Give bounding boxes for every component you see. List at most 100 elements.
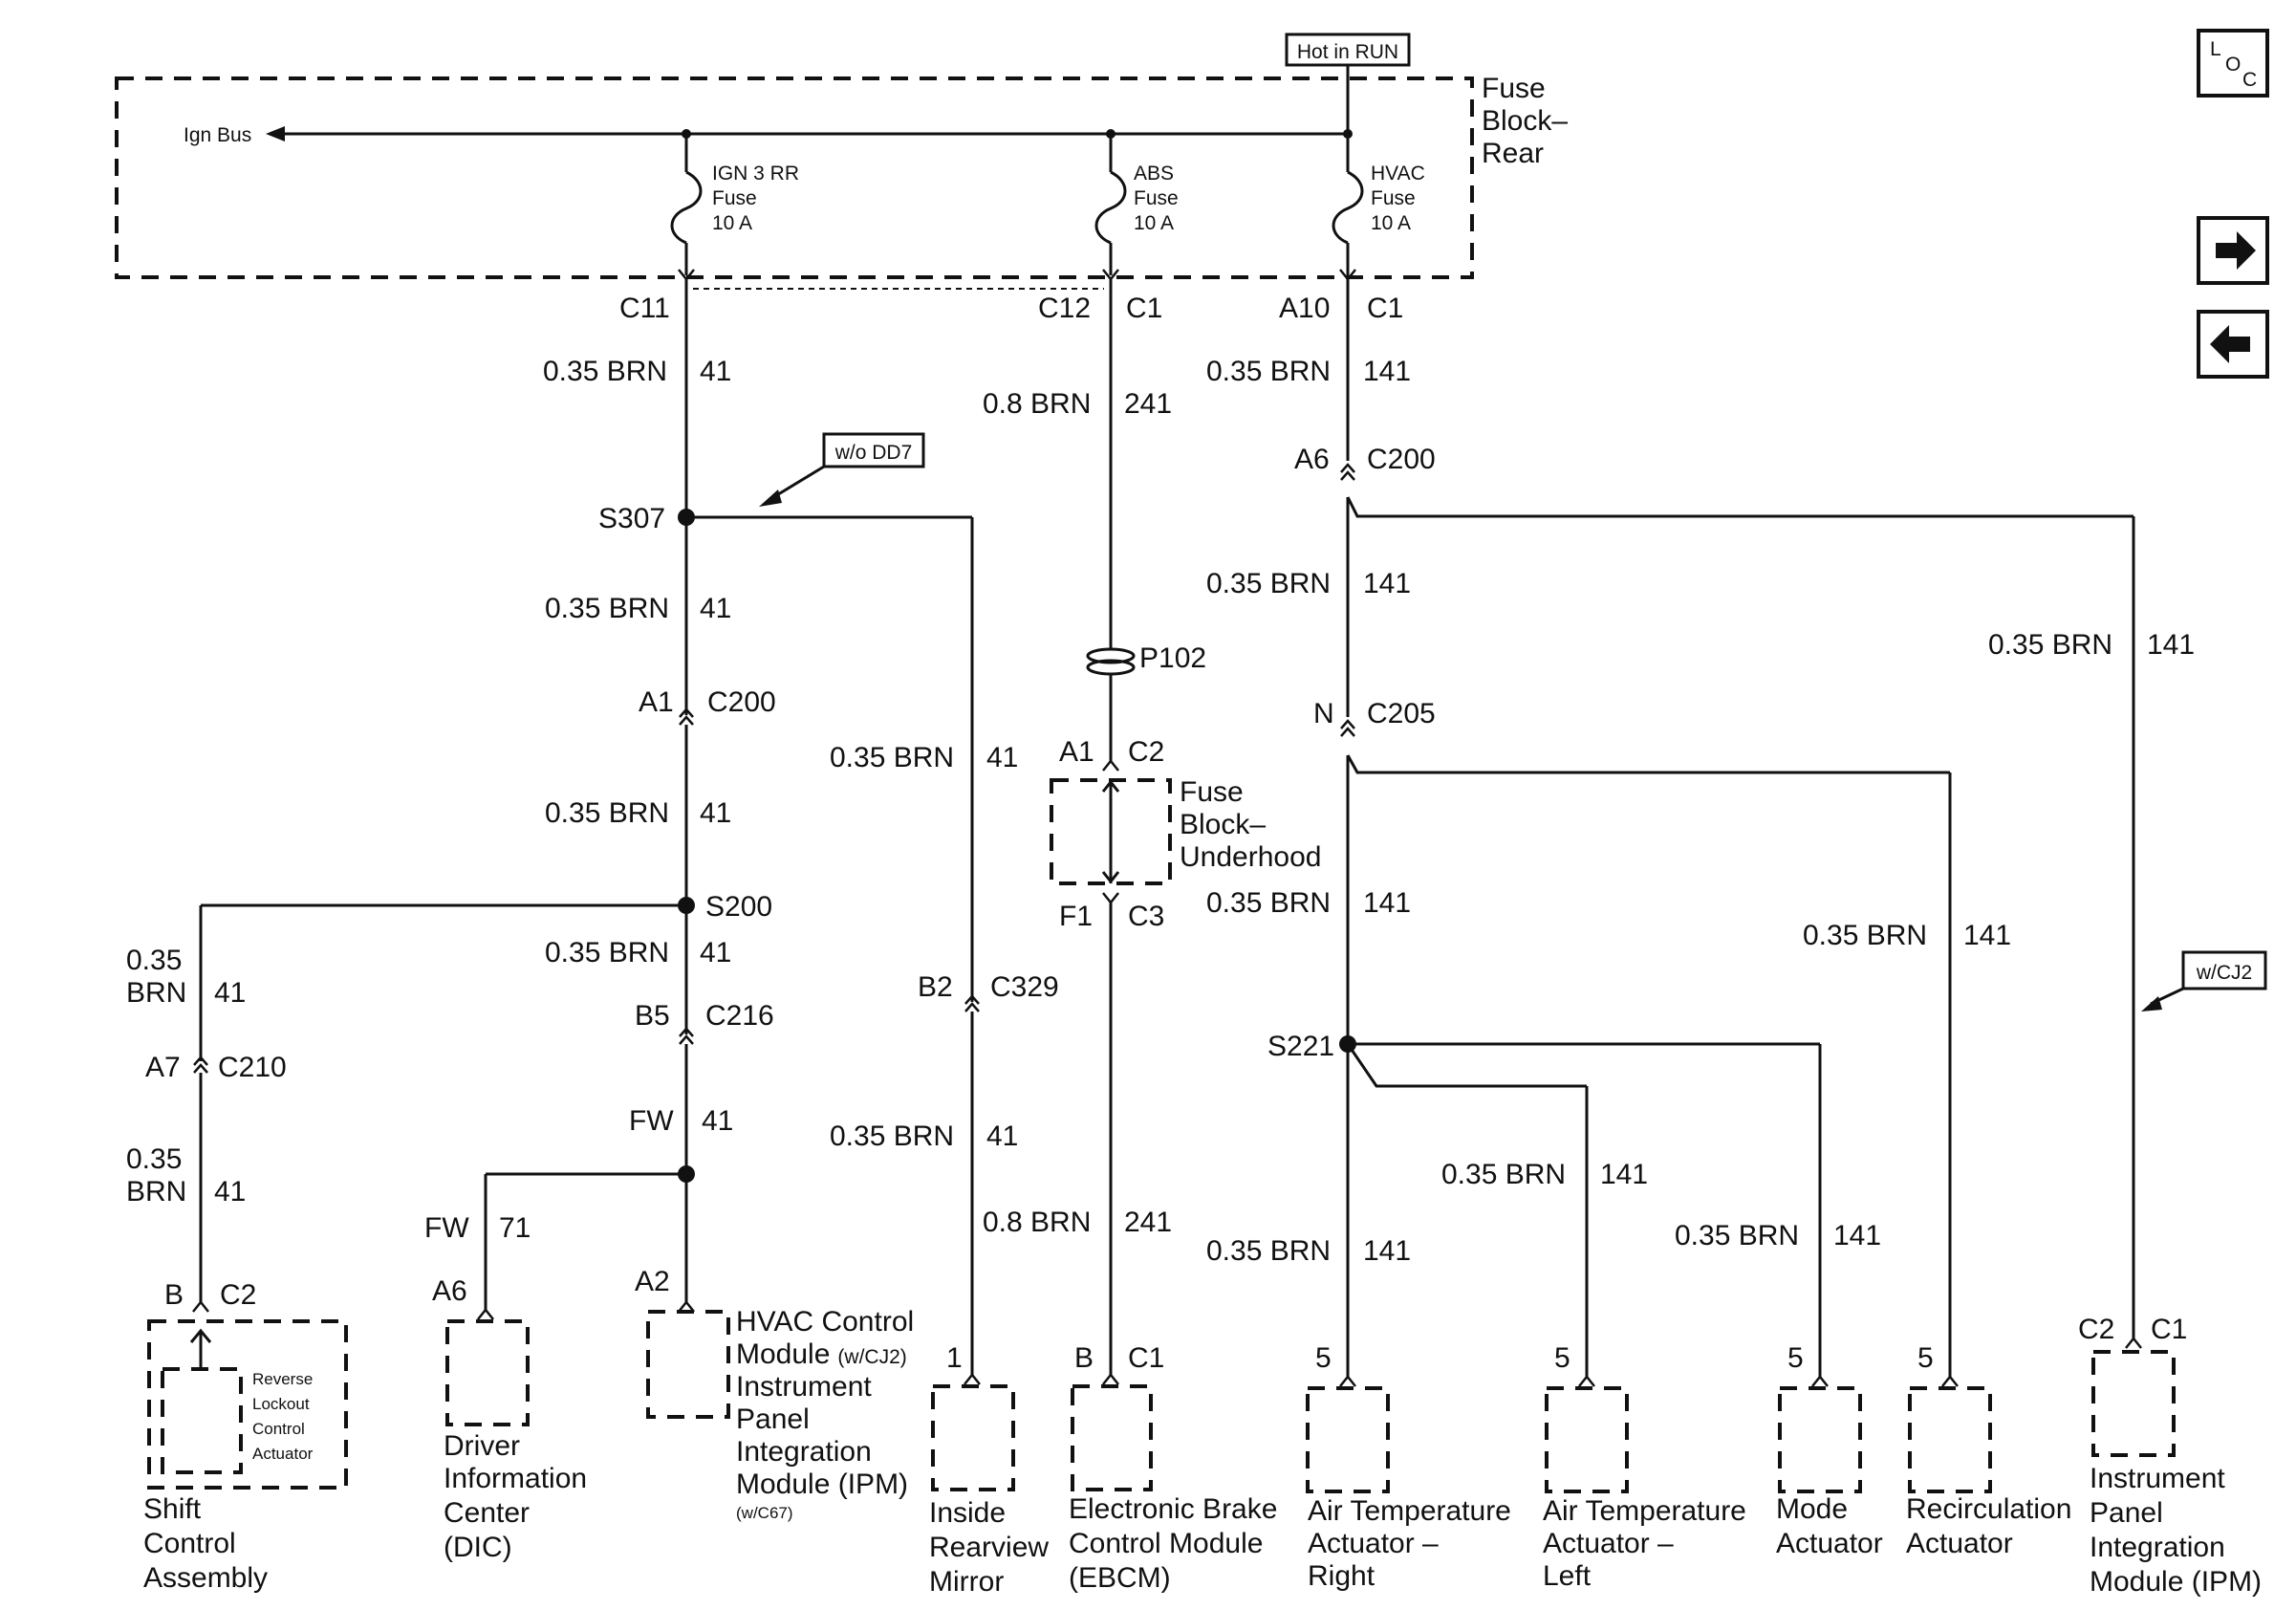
option-wo-dd7 bbox=[822, 432, 925, 468]
svg-text:141: 141 bbox=[1363, 356, 1411, 387]
svg-text:C1: C1 bbox=[2151, 1314, 2187, 1345]
svg-text:FW: FW bbox=[424, 1212, 469, 1244]
svg-text:B: B bbox=[1074, 1342, 1094, 1374]
arrow-right-icon[interactable] bbox=[2197, 216, 2269, 285]
svg-text:0.35 BRN: 0.35 BRN bbox=[545, 937, 669, 968]
svg-text:C200: C200 bbox=[707, 686, 776, 718]
svg-text:0.35 BRN: 0.35 BRN bbox=[1803, 920, 1927, 951]
svg-text:141: 141 bbox=[1363, 887, 1411, 919]
svg-text:5: 5 bbox=[1917, 1342, 1934, 1374]
hot-in-run-label: Hot in RUN bbox=[1297, 41, 1398, 63]
svg-text:41: 41 bbox=[700, 937, 731, 968]
svg-text:C1: C1 bbox=[1367, 293, 1403, 324]
svg-text:41: 41 bbox=[700, 356, 731, 387]
svg-text:C1: C1 bbox=[1126, 293, 1162, 324]
svg-text:5: 5 bbox=[1315, 1342, 1332, 1374]
option-w-cj2 bbox=[2181, 950, 2267, 990]
svg-text:41: 41 bbox=[702, 1105, 733, 1137]
svg-text:L: L bbox=[2210, 38, 2221, 60]
svg-text:A6: A6 bbox=[1294, 444, 1330, 475]
svg-text:FW: FW bbox=[629, 1105, 674, 1137]
svg-text:A2: A2 bbox=[635, 1266, 670, 1297]
svg-text:0.35 BRN: 0.35 BRN bbox=[545, 593, 669, 624]
svg-text:HVAC Control: HVAC Control bbox=[736, 1306, 914, 1338]
svg-text:Instrument: Instrument bbox=[736, 1371, 872, 1403]
loc-icon[interactable]: L O C bbox=[2197, 29, 2269, 98]
svg-text:A1: A1 bbox=[639, 686, 674, 718]
svg-text:P102: P102 bbox=[1139, 642, 1206, 674]
svg-text:141: 141 bbox=[1363, 1235, 1411, 1267]
svg-text:1: 1 bbox=[946, 1342, 963, 1374]
svg-text:Module(w/CJ2): Module(w/CJ2) bbox=[736, 1338, 907, 1370]
svg-text:w/CJ2: w/CJ2 bbox=[2196, 962, 2252, 984]
svg-text:0.8 BRN: 0.8 BRN bbox=[983, 388, 1091, 420]
svg-text:w/o DD7: w/o DD7 bbox=[834, 442, 913, 464]
svg-text:B2: B2 bbox=[918, 971, 953, 1003]
svg-text:Panel: Panel bbox=[736, 1403, 810, 1435]
svg-text:C12: C12 bbox=[1038, 293, 1091, 324]
svg-text:Integration: Integration bbox=[736, 1436, 872, 1468]
svg-text:A6: A6 bbox=[432, 1275, 467, 1307]
svg-text:C2: C2 bbox=[1128, 736, 1164, 768]
svg-text:0.35 BRN: 0.35 BRN bbox=[543, 356, 667, 387]
svg-text:241: 241 bbox=[1124, 1207, 1172, 1238]
svg-text:N: N bbox=[1313, 698, 1334, 729]
svg-text:B: B bbox=[164, 1279, 184, 1311]
svg-text:Module (IPM): Module (IPM) bbox=[736, 1469, 908, 1500]
component-hvac-control-module: HVAC Control Module(w/CJ2) Instrument Pa… bbox=[646, 1306, 914, 1522]
svg-text:C2: C2 bbox=[2078, 1314, 2114, 1345]
svg-text:0.35 BRN: 0.35 BRN bbox=[1988, 629, 2112, 661]
svg-text:41: 41 bbox=[700, 797, 731, 829]
svg-text:0.35 BRN: 0.35 BRN bbox=[1206, 887, 1331, 919]
fuse-block-rear-title: Fuse Block– Rear bbox=[1482, 73, 1575, 169]
svg-text:71: 71 bbox=[499, 1212, 531, 1244]
svg-text:0.35 BRN: 0.35 BRN bbox=[1441, 1159, 1566, 1190]
svg-text:C3: C3 bbox=[1128, 901, 1164, 932]
svg-text:41: 41 bbox=[986, 742, 1018, 773]
inline-connector-p102: P102 bbox=[1086, 642, 1206, 676]
svg-text:S307: S307 bbox=[598, 503, 665, 534]
svg-text:B5: B5 bbox=[635, 1000, 670, 1032]
svg-text:C205: C205 bbox=[1367, 698, 1436, 729]
svg-text:0.35 BRN: 0.35 BRN bbox=[830, 1120, 954, 1152]
svg-text:0.35 BRN: 0.35 BRN bbox=[1206, 356, 1331, 387]
svg-text:C1: C1 bbox=[1128, 1342, 1164, 1374]
arrow-left-icon[interactable] bbox=[2197, 310, 2269, 379]
svg-text:41: 41 bbox=[700, 593, 731, 624]
svg-text:S200: S200 bbox=[705, 891, 772, 923]
svg-text:0.35 BRN: 0.35 BRN bbox=[830, 742, 954, 773]
svg-text:141: 141 bbox=[2147, 629, 2195, 661]
svg-text:F1: F1 bbox=[1059, 901, 1093, 932]
svg-text:0.8 BRN: 0.8 BRN bbox=[983, 1207, 1091, 1238]
svg-text:5: 5 bbox=[1787, 1342, 1804, 1374]
svg-text:O: O bbox=[2225, 54, 2241, 76]
svg-text:5: 5 bbox=[1554, 1342, 1570, 1374]
svg-text:C: C bbox=[2242, 69, 2257, 91]
svg-text:141: 141 bbox=[1600, 1159, 1648, 1190]
svg-text:A7: A7 bbox=[145, 1052, 181, 1083]
svg-text:41: 41 bbox=[214, 1176, 246, 1208]
